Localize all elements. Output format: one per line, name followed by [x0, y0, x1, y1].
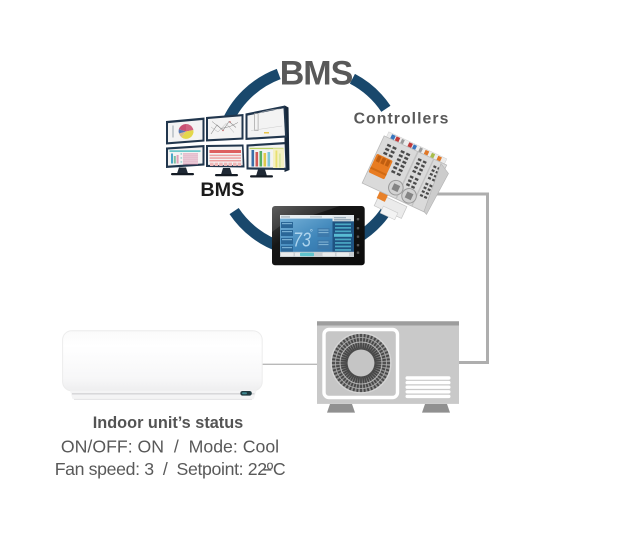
svg-text:Fan speed: 3 / Setpoint: 22º: Fan speed: 3 / Setpoint: 22ºC	[55, 459, 286, 479]
svg-text:BMS: BMS	[200, 179, 244, 201]
svg-text:BMS: BMS	[280, 55, 353, 93]
svg-text:°: °	[310, 228, 314, 237]
svg-text:73: 73	[293, 228, 311, 251]
svg-text:ON/OFF: ON / Mode: Cool: ON/OFF: ON / Mode: Cool	[61, 437, 279, 457]
svg-text:Indoor unit’s status: Indoor unit’s status	[93, 414, 243, 432]
svg-text:Controllers: Controllers	[354, 111, 450, 128]
